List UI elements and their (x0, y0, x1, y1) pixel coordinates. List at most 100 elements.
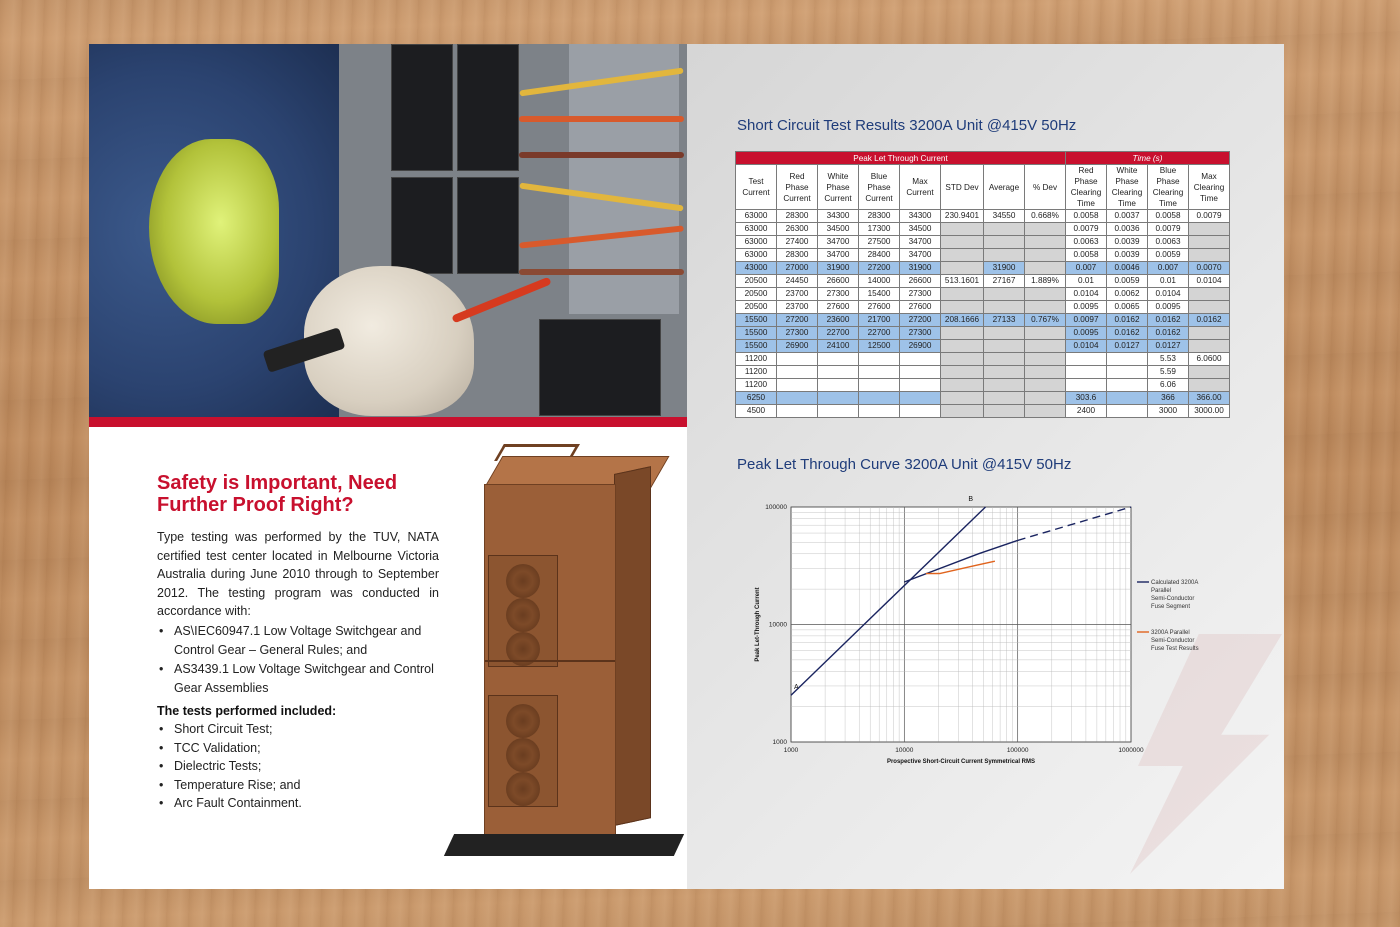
standards-list: AS\IEC60947.1 Low Voltage Switchgear and… (157, 622, 447, 697)
legend-label: 3200A Parallel (1151, 630, 1190, 636)
table-cell-w (817, 378, 859, 392)
table-cell-avg (983, 365, 1025, 379)
table-cell-rc: 0.0097 (1065, 313, 1107, 327)
table-cell-r: 26900 (776, 339, 818, 353)
table-cell-bc: 0.0058 (1147, 209, 1189, 223)
table-cell-b (858, 391, 900, 405)
table-cell-std (940, 404, 984, 418)
col-header-pct: % Dev (1024, 164, 1066, 210)
table-cell-m (899, 352, 941, 366)
table-cell-rc: 2400 (1065, 404, 1107, 418)
table-cell-t: 63000 (735, 235, 777, 249)
electrician-photo (89, 44, 687, 417)
table-cell-bc: 0.0079 (1147, 222, 1189, 236)
tests-list: Short Circuit Test; TCC Validation; Diel… (157, 720, 447, 813)
table-cell-t: 20500 (735, 287, 777, 301)
table-cell-t: 11200 (735, 378, 777, 392)
series-line-0 (790, 506, 986, 696)
table-cell-mc (1188, 248, 1230, 262)
table-cell-t: 11200 (735, 352, 777, 366)
table-cell-pct (1024, 326, 1066, 340)
table-cell-w: 23600 (817, 313, 859, 327)
table-cell-r (776, 365, 818, 379)
table-cell-avg: 27133 (983, 313, 1025, 327)
table-cell-m: 27200 (899, 313, 941, 327)
table-cell-t: 63000 (735, 209, 777, 223)
table-cell-pct (1024, 261, 1066, 275)
table-cell-b: 15400 (858, 287, 900, 301)
table-cell-m (899, 391, 941, 405)
table-cell-avg: 27167 (983, 274, 1025, 288)
table-cell-avg: 34550 (983, 209, 1025, 223)
table-cell-m: 26900 (899, 339, 941, 353)
table-cell-r: 27300 (776, 326, 818, 340)
x-tick-label: 10000 (895, 747, 913, 754)
table-cell-r: 27400 (776, 235, 818, 249)
table-cell-t: 15500 (735, 326, 777, 340)
table-cell-bc: 0.0095 (1147, 300, 1189, 314)
table-cell-std (940, 248, 984, 262)
table-cell-pct (1024, 300, 1066, 314)
series-line-1 (904, 539, 1018, 583)
legend-label: Semi-Conductor (1151, 596, 1194, 602)
table-cell-std: 230.9401 (940, 209, 984, 223)
legend-label: Calculated 3200A (1151, 580, 1198, 586)
table-cell-m (899, 404, 941, 418)
table-cell-avg (983, 326, 1025, 340)
table-cell-mc (1188, 326, 1230, 340)
table-cell-std (940, 287, 984, 301)
switchgear-cabinet-illustration (443, 444, 685, 864)
table-cell-b: 27500 (858, 235, 900, 249)
table-cell-bc: 6.06 (1147, 378, 1189, 392)
table-cell-rc: 0.0104 (1065, 287, 1107, 301)
group-header-peak: Peak Let Through Current (735, 151, 1066, 165)
table-cell-bc: 0.0063 (1147, 235, 1189, 249)
table-cell-avg (983, 352, 1025, 366)
table-cell-t: 15500 (735, 313, 777, 327)
table-cell-mc (1188, 339, 1230, 353)
table-cell-pct (1024, 404, 1066, 418)
table-cell-r: 26300 (776, 222, 818, 236)
table-cell-bc: 3000 (1147, 404, 1189, 418)
table-cell-std (940, 261, 984, 275)
table-cell-wc (1106, 365, 1148, 379)
table-cell-t: 43000 (735, 261, 777, 275)
table-cell-bc: 0.0162 (1147, 313, 1189, 327)
table-cell-mc: 0.0104 (1188, 274, 1230, 288)
table-cell-rc: 0.0095 (1065, 300, 1107, 314)
table-cell-mc: 0.0070 (1188, 261, 1230, 275)
x-tick-label: 100000 (1007, 747, 1029, 754)
table-cell-std (940, 378, 984, 392)
list-item: AS3439.1 Low Voltage Switchgear and Cont… (157, 660, 447, 697)
table-cell-wc (1106, 404, 1148, 418)
group-header-time: Time (s) (1065, 151, 1230, 165)
list-item: AS\IEC60947.1 Low Voltage Switchgear and… (157, 622, 447, 659)
table-cell-pct: 0.668% (1024, 209, 1066, 223)
table-cell-bc: 0.0059 (1147, 248, 1189, 262)
table-cell-wc: 0.0059 (1106, 274, 1148, 288)
table-cell-pct: 0.767% (1024, 313, 1066, 327)
table-cell-rc (1065, 378, 1107, 392)
table-cell-wc (1106, 391, 1148, 405)
legend-label: Fuse Segment (1151, 604, 1190, 610)
table-cell-b: 21700 (858, 313, 900, 327)
table-cell-pct (1024, 391, 1066, 405)
x-axis-label: Prospective Short-Circuit Current Symmet… (887, 759, 1035, 765)
table-cell-rc: 0.01 (1065, 274, 1107, 288)
table-cell-pct (1024, 365, 1066, 379)
table-cell-rc: 0.0063 (1065, 235, 1107, 249)
list-item: Dielectric Tests; (157, 757, 447, 776)
